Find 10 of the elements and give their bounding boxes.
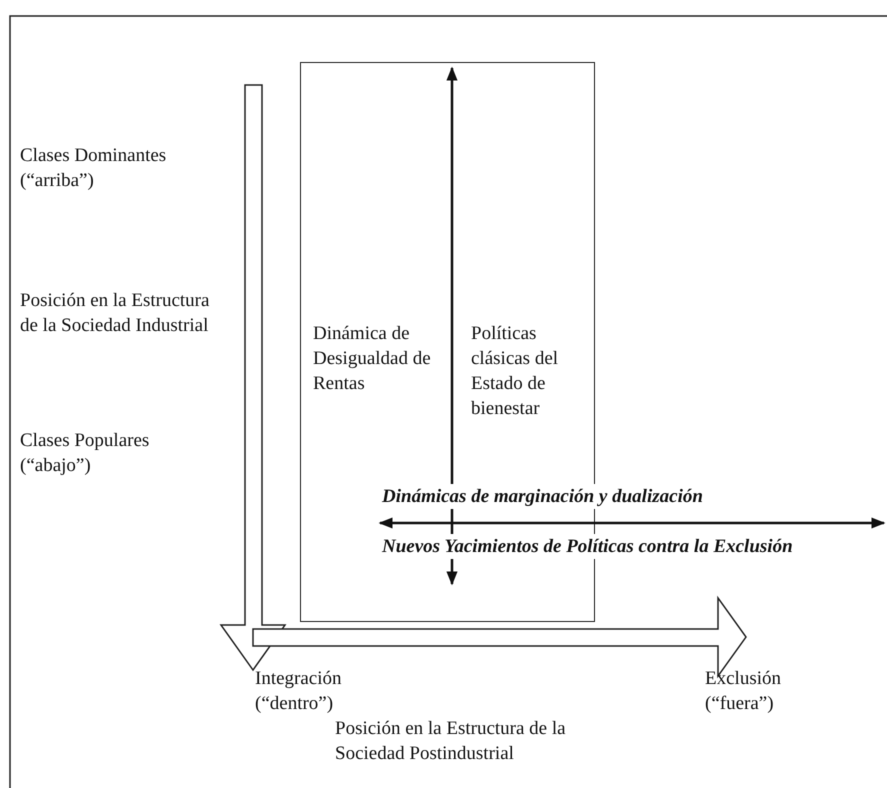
axis-title: Posición en la Estructura de la Sociedad Postindustrial	[335, 717, 567, 766]
axis-label: Clases Populares (“abajo”)	[20, 429, 150, 478]
axis-label: Exclusión (“fuera”)	[705, 667, 782, 716]
axis-label: Integración (“dentro”)	[255, 667, 343, 716]
dynamic-label: Dinámicas de marginación y dualización	[382, 484, 703, 509]
box-text: Políticas clásicas del Estado de bienestar	[471, 322, 560, 421]
axis-label: Clases Dominantes (“arriba”)	[20, 144, 168, 193]
axis-title: Posición en la Estructura de la Sociedad Industrial	[20, 289, 210, 338]
box-text: Dinámica de Desigualdad de Rentas	[313, 322, 432, 396]
policy-label: Nuevos Yacimientos de Políticas contra la Exclusión	[382, 534, 793, 559]
